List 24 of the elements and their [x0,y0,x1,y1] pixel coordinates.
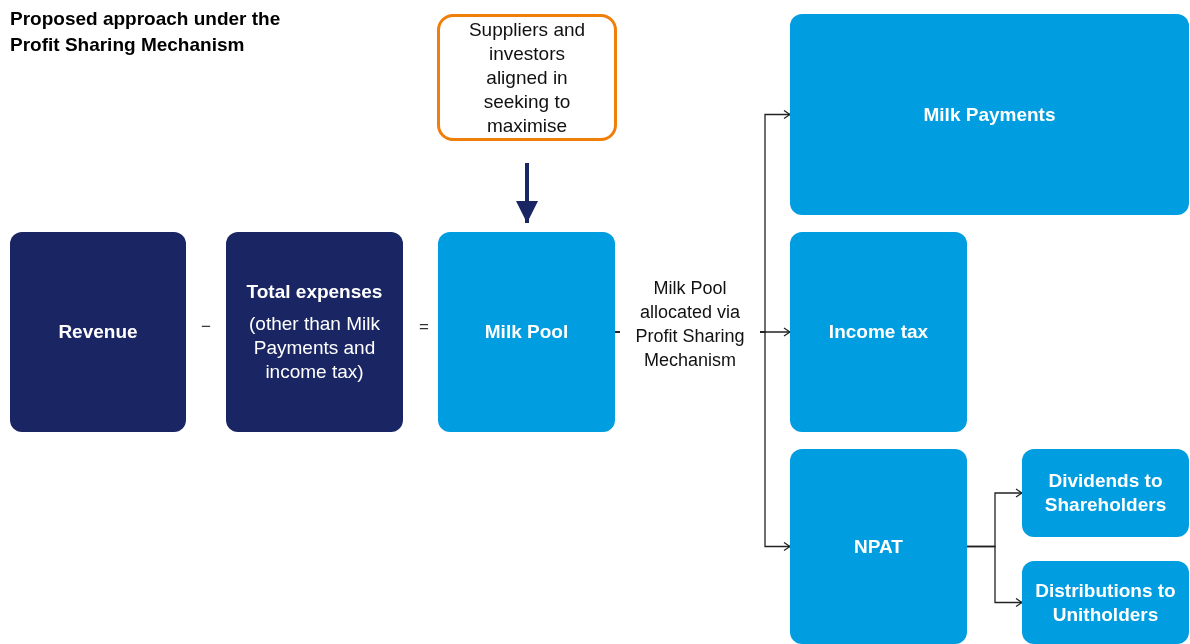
note-box [437,14,617,141]
expenses-box [226,232,403,432]
diagram-title: Proposed approach under the Profit Sharing Mechanism [10,7,282,57]
box-title: Income tax [828,320,929,344]
npat-box [790,449,967,644]
box-title: Milk Pool [484,320,569,344]
box-title: Milk Payments [923,102,1056,127]
income-tax-box [790,232,967,432]
box-title: Total expenses [246,280,383,304]
distributions-box [1022,561,1189,644]
arrow [966,545,1023,608]
revenue-box [10,232,186,432]
dividends-box [1022,449,1189,537]
box-title: Revenue [58,320,138,344]
box-title: Distributions to Unitholders [1034,578,1177,627]
arrow [516,163,538,223]
box-title: NPAT [854,534,903,559]
box-note: (other than Milk Payments and income tax) [248,312,381,384]
operator-sign: − [200,316,212,338]
operator-sign: = [418,316,430,338]
box-title: Dividends to Shareholders [1043,469,1168,517]
box-title: Suppliers and investors aligned in seeking to maximise [467,17,587,138]
milk-payments-box [790,14,1189,215]
milk-pool-box [438,232,615,432]
